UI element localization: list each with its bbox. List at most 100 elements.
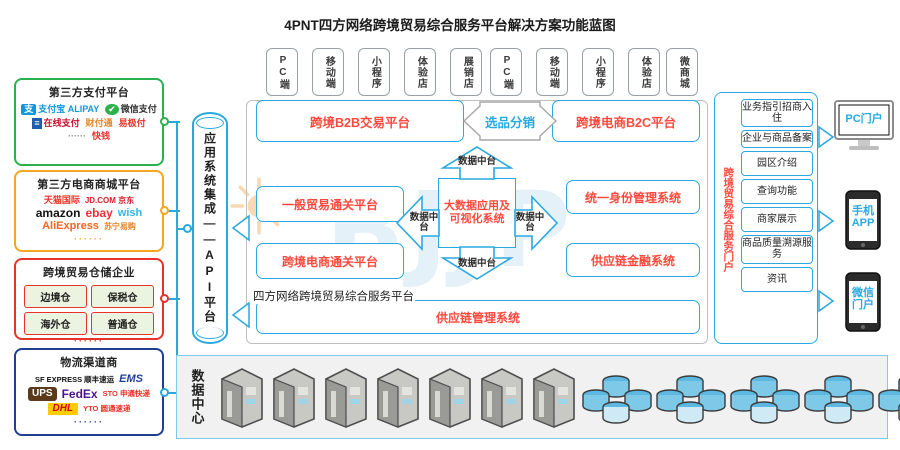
channel-b2c-pc[interactable]: PC端 xyxy=(490,48,522,96)
device-pc-portal[interactable]: PC门户 xyxy=(834,100,894,152)
supply-chain-finance-system[interactable]: 供应链金融系统 xyxy=(566,243,700,277)
platform-b2c[interactable]: 跨境电商B2C平台 xyxy=(552,100,700,142)
data-middle-platform-top: 数据中台 xyxy=(440,146,514,180)
big-data-visualization-system[interactable]: 大数据应用及可视化系统 xyxy=(438,178,516,248)
portal-item-list: 业务指引招商入住 企业与商品备案 园区介绍 查询功能 商家展示 商品质量溯源服务… xyxy=(741,99,813,295)
logo-label: 微信支付 xyxy=(120,104,157,114)
portal-item-news[interactable]: 资讯 xyxy=(741,266,813,292)
data-middle-platform-bottom: 数据中台 xyxy=(440,246,514,280)
data-platform-label: 数据中台 xyxy=(457,156,496,168)
channel-b2b-pc[interactable]: PC端 xyxy=(266,48,298,96)
connector-dot-api xyxy=(183,224,192,233)
data-center-icons xyxy=(218,358,900,436)
cylinder-top-cap xyxy=(196,117,224,129)
server-rack-icon xyxy=(325,368,367,428)
logo-label: 支付宝 ALIPAY xyxy=(38,104,100,114)
panel-ellipsis: ······ xyxy=(74,417,104,427)
api-to-scm-arrow xyxy=(231,301,250,329)
portal-title: 跨境贸易综合服务门户 xyxy=(722,166,735,272)
logo-label: 易极付 xyxy=(118,118,146,128)
portal-item-merchant-display[interactable]: 商家展示 xyxy=(741,206,813,233)
warehouse-general: 普通仓 xyxy=(91,312,154,335)
panel-title: 物流渠道商 xyxy=(60,357,118,369)
portal-item-traceability[interactable]: 商品质量溯源服务 xyxy=(741,235,813,264)
portal-item-query[interactable]: 查询功能 xyxy=(741,178,813,204)
logo-jd: JD.COM 京东 xyxy=(84,195,135,205)
server-rack-icon xyxy=(377,368,419,428)
logo-yto-express: YTO 圆通速递 xyxy=(83,404,131,414)
channel-b2b-miniprogram[interactable]: 小程序 xyxy=(358,48,390,96)
panel-warehouse-enterprises: 跨境贸易仓储企业 边境仓 保税仓 海外仓 普通仓 ······ xyxy=(14,258,164,346)
database-group-icon xyxy=(730,375,800,424)
server-rack-icon xyxy=(429,368,471,428)
logo-ebay: ebay xyxy=(85,206,113,220)
cylinder-bottom-cap xyxy=(196,327,224,339)
connector-line-payment xyxy=(164,121,180,123)
server-rack-icon xyxy=(273,368,315,428)
device-wechat-portal[interactable]: 微信门户 xyxy=(845,272,881,332)
smartphone-icon xyxy=(845,190,881,250)
logo-ems: EMS xyxy=(119,373,144,385)
database-group-icon xyxy=(582,375,652,424)
channel-b2c-experience-store[interactable]: 体验店 xyxy=(628,48,660,96)
logo-tenpay: 财付通 xyxy=(86,119,113,128)
database-group-icon xyxy=(656,375,726,424)
logo-label: 在线支付 xyxy=(43,118,80,128)
device-label: 手机APP xyxy=(851,205,875,229)
smartphone-icon xyxy=(845,272,881,332)
logo-tmall-global: 天猫国际 xyxy=(43,195,80,205)
channel-b2b-exhibition-store[interactable]: 展销店 xyxy=(450,48,482,96)
panel-logistics-providers: 物流渠道商 SF EXPRESS 顺丰速运 EMS UPS FedEx STO … xyxy=(14,348,164,436)
logo-aliexpress: AliExpress xyxy=(42,220,99,232)
data-platform-label: 数据中台 xyxy=(409,212,439,233)
api-integration-platform: 应用系统集成——API平台 xyxy=(192,112,228,344)
customs-crossborder-platform[interactable]: 跨境电商通关平台 xyxy=(256,243,404,279)
portal-item-business-guide[interactable]: 业务指引招商入住 xyxy=(741,99,813,128)
panel-title: 第三方支付平台 xyxy=(48,87,130,99)
panel-third-party-ecommerce: 第三方电商商城平台 天猫国际 JD.COM 京东 amazon ebay wis… xyxy=(14,170,164,252)
channel-b2c-wechat-mall[interactable]: 微商城 xyxy=(666,48,698,96)
connector-bus xyxy=(176,122,178,406)
connector-line-ecommerce xyxy=(164,210,180,212)
logo-suning: 苏宁易购 xyxy=(103,221,136,231)
logo-wechat-pay: ✔ 微信支付 xyxy=(105,104,157,115)
panel-ellipsis: ······ xyxy=(68,131,86,141)
logo-dhl: DHL xyxy=(47,403,79,415)
logo-yijifu: 易极付 xyxy=(119,119,146,128)
service-platform-label: 四方网络跨境贸易综合服务平台 xyxy=(252,288,415,304)
data-platform-label: 数据中台 xyxy=(515,212,545,233)
api-to-platform-arrow xyxy=(231,214,250,242)
customs-general-platform[interactable]: 一般贸易通关平台 xyxy=(256,186,404,222)
connector-dot-logistics xyxy=(160,388,169,397)
arrow-left-shape xyxy=(395,195,440,251)
data-middle-platform-right: 数据中台 xyxy=(514,195,559,251)
channel-b2c-miniprogram[interactable]: 小程序 xyxy=(582,48,614,96)
logo-label: 快钱 xyxy=(91,131,110,141)
channel-b2b-mobile[interactable]: 移动端 xyxy=(312,48,344,96)
platform-b2b[interactable]: 跨境B2B交易平台 xyxy=(256,100,464,142)
channel-b2b-experience-store[interactable]: 体验店 xyxy=(404,48,436,96)
double-arrow-shape xyxy=(462,101,558,141)
logo-sf-express: SF EXPRESS 顺丰速运 xyxy=(34,374,115,384)
portal-item-enterprise-filing[interactable]: 企业与商品备案 xyxy=(741,130,813,148)
payment-logos: 支 支付宝 ALIPAY ✔ 微信支付 ≡ 在线支付 财付通 易极付 ·····… xyxy=(16,100,162,143)
identity-management-system[interactable]: 统一身份管理系统 xyxy=(566,180,700,214)
logo-fedex: FedEx xyxy=(61,387,98,401)
logo-wish: wish xyxy=(117,206,143,219)
api-platform-label: 应用系统集成——API平台 xyxy=(202,132,217,324)
panel-title: 跨境贸易仓储企业 xyxy=(43,267,135,279)
panel-title: 第三方电商商城平台 xyxy=(37,179,141,191)
device-mobile-app[interactable]: 手机APP xyxy=(845,190,881,250)
logo-label: 财付通 xyxy=(85,118,113,128)
logistics-logos: SF EXPRESS 顺丰速运 EMS UPS FedEx STO 申通快递 D… xyxy=(16,370,162,429)
supply-chain-management-system[interactable]: 供应链管理系统 xyxy=(256,300,700,334)
server-rack-icon xyxy=(481,368,523,428)
logo-99bill: 快钱 xyxy=(92,132,110,141)
panel-ellipsis: ······ xyxy=(74,234,104,244)
data-platform-label: 数据中台 xyxy=(457,258,496,270)
channel-b2c-mobile[interactable]: 移动端 xyxy=(536,48,568,96)
arrow-right-shape xyxy=(514,195,559,251)
portal-item-park-intro[interactable]: 园区介绍 xyxy=(741,150,813,176)
page-title: 4PNT四方网络跨境贸易综合服务平台解决方案功能蓝图 xyxy=(284,18,616,33)
portal-to-app-arrow xyxy=(818,209,835,233)
